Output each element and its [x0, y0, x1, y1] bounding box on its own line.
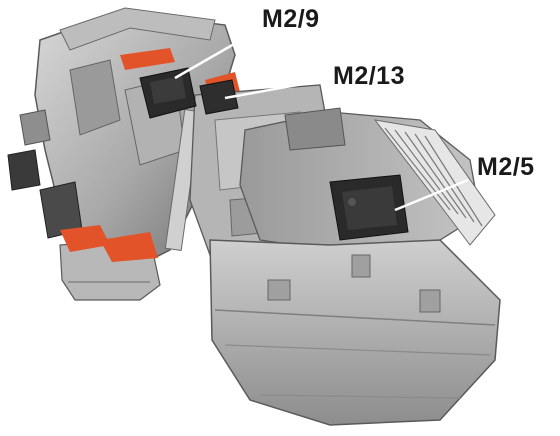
actuator-m2-13	[199, 79, 239, 115]
callout-m2-9: M2/9	[262, 5, 320, 33]
leader-line-m2-9	[174, 30, 256, 80]
actuator-m2-9	[139, 67, 197, 119]
callout-m2-5: M2/5	[477, 153, 535, 181]
callout-m2-13: M2/13	[333, 62, 405, 90]
actuator-m2-5	[329, 174, 409, 241]
leader-line-m2-5	[394, 178, 469, 212]
leader-lines	[174, 30, 469, 212]
leader-line-m2-13	[224, 78, 326, 100]
blower-enclosure	[209, 239, 501, 426]
